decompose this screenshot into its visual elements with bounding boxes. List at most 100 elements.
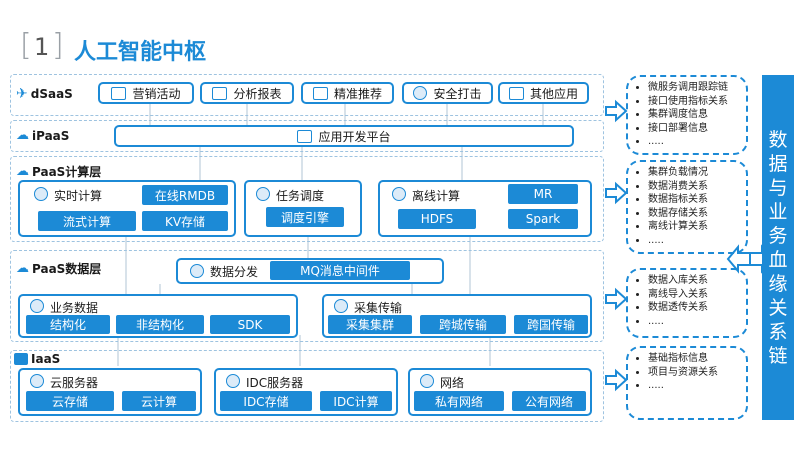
stream-compute[interactable]: 流式计算 — [38, 211, 136, 231]
cross-country-transfer[interactable]: 跨国传输 — [514, 315, 588, 334]
realtime-title: 实时计算 — [54, 189, 103, 203]
data-label-text: PaaS数据层 — [32, 262, 102, 276]
lineage-item: 数据消费关系 — [648, 180, 746, 194]
globe-icon — [420, 374, 434, 388]
rocket-icon: ✈ — [16, 86, 28, 102]
private-network[interactable]: 私有网络 — [414, 391, 504, 411]
unstructured-data[interactable]: 非结构化 — [116, 315, 204, 334]
offline-title: 离线计算 — [412, 189, 461, 203]
lineage-item: 微服务调用跟踪链 — [648, 81, 746, 95]
app-report[interactable]: 分析报表 — [200, 82, 294, 104]
header-number: 1 — [34, 33, 50, 61]
bar-chart-icon — [212, 86, 228, 100]
app-label: 安全打击 — [433, 86, 482, 101]
idc-icon — [226, 374, 240, 388]
lineage-item: 离线导入关系 — [648, 288, 746, 302]
lineage-item: 离线计算关系 — [648, 220, 746, 234]
lineage-item: 接口使用指标关系 — [648, 95, 746, 109]
lineage-item: ..... — [648, 135, 746, 149]
app-label: 分析报表 — [233, 86, 282, 101]
app-other[interactable]: 其他应用 — [498, 82, 589, 104]
lineage-item: 基础指标信息 — [648, 352, 746, 366]
lineage-group-1: 微服务调用跟踪链 接口使用指标关系 集群调度信息 接口部署信息 ..... — [626, 75, 748, 155]
cloud-storage[interactable]: 云存储 — [26, 391, 114, 411]
lineage-item: 数据指标关系 — [648, 193, 746, 207]
lineage-item: 数据入库关系 — [648, 274, 746, 288]
offline-icon — [392, 187, 406, 201]
compute-label-text: PaaS计算层 — [32, 165, 102, 179]
online-rmdb[interactable]: 在线RMDB — [142, 185, 228, 205]
layer-paas-compute — [10, 156, 604, 242]
page-title: 人工智能中枢 — [74, 40, 207, 65]
lineage-vertical-title: 数 据 与 业 务 血 缘 关 系 链 — [762, 75, 794, 420]
schedule-icon — [256, 187, 270, 201]
layer-paas-data — [10, 250, 604, 342]
app-marketing[interactable]: 营销活动 — [98, 82, 194, 104]
iaas-label-text: IaaS — [31, 352, 61, 366]
vertical-char: 据 — [768, 152, 788, 175]
mq-middleware[interactable]: MQ消息中间件 — [270, 261, 410, 280]
lineage-item: 集群负载情况 — [648, 166, 746, 180]
app-label: 其他应用 — [529, 86, 578, 101]
app-dev-platform[interactable]: 应用开发平台 — [114, 125, 574, 147]
mr-box[interactable]: MR — [508, 184, 578, 204]
cloud-icon: ☁ — [16, 164, 29, 179]
lineage-item: ..... — [648, 315, 746, 329]
platform-label: 应用开发平台 — [318, 129, 391, 144]
business-icon — [30, 299, 44, 313]
schedule-engine[interactable]: 调度引擎 — [266, 207, 344, 227]
lineage-item: ..... — [648, 379, 746, 393]
idc-title: IDC服务器 — [246, 376, 304, 390]
vertical-char: 与 — [768, 176, 788, 199]
idc-storage[interactable]: IDC存储 — [220, 391, 312, 411]
app-recommend[interactable]: 精准推荐 — [301, 82, 394, 104]
sdk-box[interactable]: SDK — [210, 315, 290, 334]
collect-icon — [334, 299, 348, 313]
shield-icon — [413, 86, 428, 100]
cross-city-transfer[interactable]: 跨城传输 — [420, 315, 506, 334]
distribute-icon — [190, 264, 204, 278]
header-bracket-left: [ — [20, 28, 32, 63]
lineage-item: 项目与资源关系 — [648, 366, 746, 380]
vertical-char: 数 — [768, 128, 788, 151]
lineage-item: 数据透传关系 — [648, 301, 746, 315]
app-security[interactable]: 安全打击 — [402, 82, 493, 104]
dsaas-label: ✈ dSaaS — [16, 86, 73, 102]
lineage-item: 数据存储关系 — [648, 207, 746, 221]
cloud-icon: ☁ — [16, 128, 29, 143]
lineage-group-4: 基础指标信息 项目与资源关系 ..... — [626, 346, 748, 420]
compute-label: ☁ PaaS计算层 — [16, 163, 101, 180]
vertical-char: 链 — [768, 344, 788, 367]
spark-box[interactable]: Spark — [508, 209, 578, 229]
code-icon — [297, 129, 313, 143]
vertical-char: 系 — [768, 320, 788, 343]
business-title: 业务数据 — [50, 301, 99, 315]
ipaas-label-text: iPaaS — [32, 128, 70, 143]
vertical-char: 缘 — [768, 272, 788, 295]
store-icon — [111, 86, 127, 100]
cloud-server-title: 云服务器 — [50, 376, 99, 390]
header-bracket-right: ] — [52, 28, 64, 63]
schedule-title: 任务调度 — [276, 189, 325, 203]
hdfs-box[interactable]: HDFS — [398, 209, 476, 229]
monitor-icon — [508, 86, 524, 100]
layer-dsaas — [10, 74, 604, 116]
cloud-server-icon — [30, 374, 44, 388]
idc-compute[interactable]: IDC计算 — [320, 391, 392, 411]
structured-data[interactable]: 结构化 — [26, 315, 110, 334]
collect-cluster[interactable]: 采集集群 — [328, 315, 412, 334]
collect-title: 采集传输 — [354, 301, 403, 315]
vertical-char: 业 — [768, 200, 788, 223]
realtime-icon — [34, 187, 48, 201]
public-network[interactable]: 公有网络 — [512, 391, 586, 411]
network-title: 网络 — [440, 376, 465, 390]
lineage-item: ..... — [648, 234, 746, 248]
cloud-icon: ☁ — [16, 261, 29, 276]
vertical-char: 务 — [768, 224, 788, 247]
cloud-compute[interactable]: 云计算 — [122, 391, 196, 411]
target-icon — [312, 86, 328, 100]
kv-storage[interactable]: KV存储 — [142, 211, 228, 231]
dsaas-label-text: dSaaS — [30, 87, 73, 101]
lineage-group-3: 数据入库关系 离线导入关系 数据透传关系 ..... — [626, 268, 748, 338]
